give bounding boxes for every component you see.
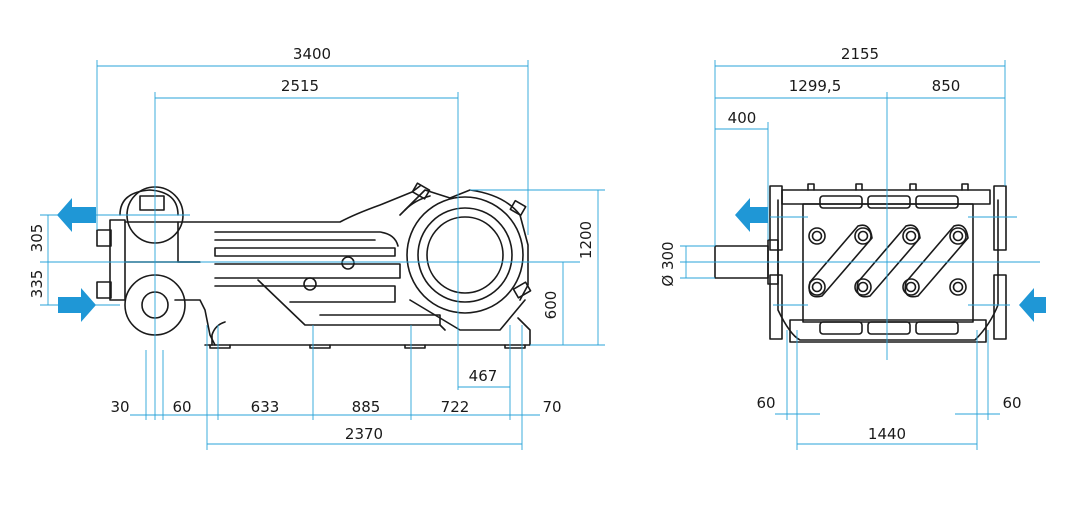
side-view-dimension-lines: [40, 60, 605, 450]
dim-foot-span: 1440: [868, 425, 906, 443]
dim-base-633: 633: [251, 398, 280, 416]
dim-shaft-offset: 467: [469, 367, 498, 385]
dim-foot-left: 60: [756, 394, 775, 412]
end-view-valve-caps: [808, 227, 967, 296]
side-view-pump-body: [96, 182, 532, 349]
end-view-pump-body: [714, 183, 1007, 343]
dim-foot-right: 60: [1002, 394, 1021, 412]
dim-suction-offset: 335: [28, 270, 46, 299]
suction-flow-arrow-icon: [1019, 288, 1046, 322]
dim-discharge-offset: 305: [28, 224, 46, 253]
dim-shaft-diameter: Ø 300: [659, 241, 677, 286]
suction-flow-arrow-icon: [58, 288, 96, 322]
end-view-dimension-lines: [680, 60, 1040, 450]
end-view: 2155 1299,5 850 400 Ø 300 60 60 1440: [659, 45, 1046, 450]
dim-overall-length: 3400: [293, 45, 331, 63]
dim-base-70: 70: [542, 398, 561, 416]
dim-overall-width: 2155: [841, 45, 879, 63]
dim-height-overall: 1200: [577, 221, 595, 259]
dim-base-total: 2370: [345, 425, 383, 443]
discharge-flow-arrow-icon: [735, 198, 768, 232]
dim-width-left: 1299,5: [789, 77, 842, 95]
dim-base-60: 60: [172, 398, 191, 416]
discharge-flow-arrow-icon: [57, 198, 96, 232]
side-view: 3400 2515 1200 600 305 335 467 30 60 633…: [28, 45, 605, 450]
dim-shaft-height: 600: [542, 291, 560, 320]
dim-width-right: 850: [932, 77, 961, 95]
dim-base-30: 30: [110, 398, 129, 416]
dim-base-722: 722: [441, 398, 470, 416]
dim-crank-span: 2515: [281, 77, 319, 95]
dim-base-885: 885: [352, 398, 381, 416]
dim-shaft-projection: 400: [728, 109, 757, 127]
